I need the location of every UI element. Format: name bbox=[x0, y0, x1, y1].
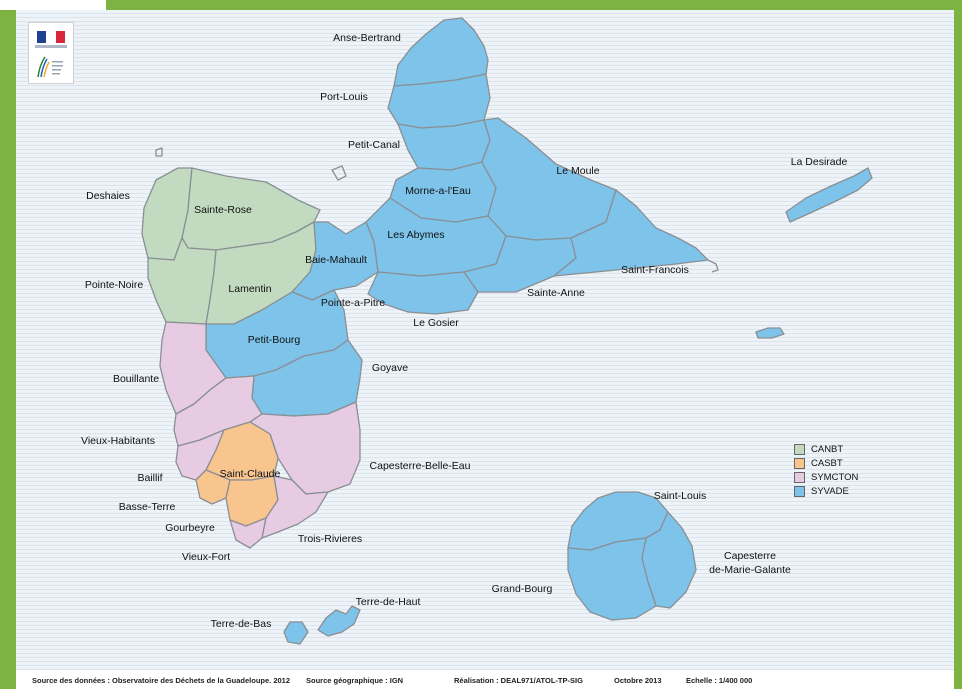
label-trois-rivieres: Trois-Rivieres bbox=[297, 533, 363, 545]
region-grand-bourg bbox=[567, 537, 657, 621]
label-anse-bertrand: Anse-Bertrand bbox=[333, 32, 401, 44]
label-sainte-rose: Sainte-Rose bbox=[194, 204, 252, 216]
legend-swatch-syvade bbox=[794, 485, 805, 497]
legend-label: SYVADE bbox=[811, 485, 849, 497]
label-basse-terre: Basse-Terre bbox=[118, 501, 176, 513]
republique-logo bbox=[28, 22, 74, 84]
coast-accent-ilet bbox=[331, 165, 347, 181]
label-pointe-noire: Pointe-Noire bbox=[84, 279, 144, 291]
label-la-desirade: La Desirade bbox=[790, 156, 848, 168]
region-terre-de-haut bbox=[317, 605, 361, 637]
credit-realisation: Réalisation : DEAL971/ATOL-TP-SIG bbox=[454, 676, 583, 685]
label-le-moule: Le Moule bbox=[556, 165, 600, 177]
label-terre-de-haut: Terre-de-Haut bbox=[355, 596, 421, 608]
credit-scale: Echelle : 1/400 000 bbox=[686, 676, 753, 685]
label-saint-claude: Saint-Claude bbox=[219, 468, 281, 480]
frame-corner bbox=[0, 0, 106, 10]
region-le-gosier bbox=[367, 271, 479, 315]
legend-swatch-canbt bbox=[794, 443, 805, 455]
legend-label: CASBT bbox=[811, 457, 843, 469]
label-petit-canal: Petit-Canal bbox=[348, 139, 400, 151]
label-goyave: Goyave bbox=[371, 362, 409, 374]
label-grand-bourg: Grand-Bourg bbox=[491, 583, 553, 595]
label-gourbeyre: Gourbeyre bbox=[165, 522, 215, 534]
region-petite-terre bbox=[755, 327, 785, 339]
legend-label: SYMCTON bbox=[811, 471, 859, 483]
label-capesterre-belle-eau: Capesterre-Belle-Eau bbox=[369, 460, 471, 472]
region-le-moule bbox=[481, 117, 617, 241]
label-le-gosier: Le Gosier bbox=[413, 317, 459, 329]
credit-date: Octobre 2013 bbox=[614, 676, 662, 685]
label-capesterre-mg-line1: Capesterre bbox=[724, 550, 776, 562]
legend-swatch-casbt bbox=[794, 457, 805, 469]
label-les-abymes: Les Abymes bbox=[387, 229, 445, 241]
label-vieux-fort: Vieux-Fort bbox=[181, 551, 231, 563]
map-legend: CANBT CASBT SYMCTON SYVADE bbox=[794, 442, 858, 498]
legend-item: SYMCTON bbox=[794, 470, 858, 484]
coast-accent-east bbox=[707, 259, 719, 273]
label-deshaies: Deshaies bbox=[86, 190, 130, 202]
label-lamentin: Lamentin bbox=[228, 283, 272, 295]
legend-swatch-symcton bbox=[794, 471, 805, 483]
map-canvas bbox=[141, 17, 873, 645]
label-morne-a-l-eau: Morne-a-l'Eau bbox=[405, 185, 471, 197]
region-la-desirade bbox=[785, 167, 873, 223]
legend-label: CANBT bbox=[811, 443, 844, 455]
legend-item: SYVADE bbox=[794, 484, 858, 498]
label-saint-louis: Saint-Louis bbox=[653, 490, 707, 502]
region-terre-de-bas bbox=[283, 621, 309, 645]
label-bouillante: Bouillante bbox=[112, 373, 160, 385]
label-capesterre-mg-line2: de-Marie-Galante bbox=[709, 564, 791, 576]
credit-geo-source: Source géographique : IGN bbox=[306, 676, 404, 685]
label-petit-bourg: Petit-Bourg bbox=[247, 334, 301, 346]
logo-caption-mark bbox=[35, 45, 67, 48]
legend-item: CANBT bbox=[794, 442, 858, 456]
label-terre-de-bas: Terre-de-Bas bbox=[210, 618, 272, 630]
label-pointe-a-pitre: Pointe-a-Pitre bbox=[320, 297, 386, 309]
label-baie-mahault: Baie-Mahault bbox=[305, 254, 367, 266]
label-sainte-anne: Sainte-Anne bbox=[527, 287, 585, 299]
label-vieux-habitants: Vieux-Habitants bbox=[81, 435, 155, 447]
label-baillif: Baillif bbox=[137, 472, 163, 484]
map-credits-footer: Source des données : Observatoire des Dé… bbox=[16, 670, 954, 689]
flag-icon bbox=[37, 31, 65, 43]
region-petit-canal bbox=[397, 119, 491, 171]
deal-logo-icon bbox=[37, 56, 63, 78]
region-saint-francois bbox=[553, 189, 709, 277]
coast-accent-small bbox=[155, 147, 163, 157]
label-port-louis: Port-Louis bbox=[320, 91, 368, 103]
label-saint-francois: Saint-Francois bbox=[621, 264, 689, 276]
credit-data-source: Source des données : Observatoire des Dé… bbox=[32, 676, 291, 685]
region-trois-rivieres bbox=[261, 475, 329, 539]
map-panel: Anse-Bertrand Port-Louis Petit-Canal Mor… bbox=[16, 10, 954, 670]
legend-item: CASBT bbox=[794, 456, 858, 470]
